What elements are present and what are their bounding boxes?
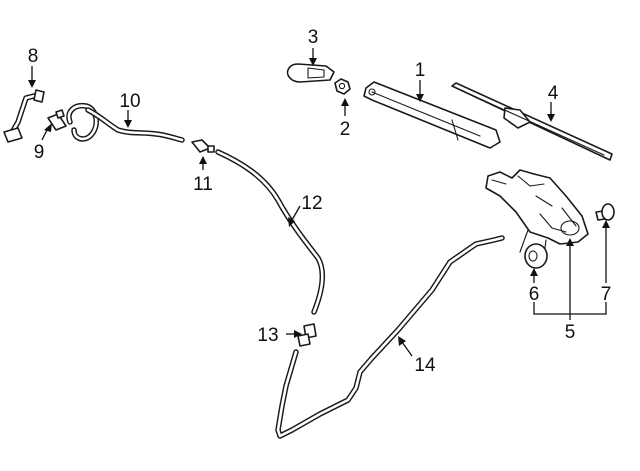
callout-5: 5: [565, 322, 576, 343]
callout-2: 2: [340, 119, 351, 140]
callout-4: 4: [548, 83, 559, 104]
part-6-grommet[interactable]: [524, 243, 548, 269]
callout-1: 1: [415, 60, 426, 81]
callout-13: 13: [257, 325, 278, 346]
part-8-connector-hose[interactable]: [3, 89, 45, 143]
callout-12: 12: [301, 193, 322, 214]
callout-8: 8: [28, 46, 39, 67]
part-13-joint[interactable]: [297, 323, 317, 347]
callout-9: 9: [34, 142, 45, 163]
callout-labels: 1 2 3 4 5 6 7 8 9 10 11 12 13 14: [28, 27, 612, 376]
part-7-bolt[interactable]: [595, 203, 615, 221]
callout-14: 14: [414, 355, 436, 376]
part-2-nut[interactable]: [334, 78, 351, 95]
callout-7: 7: [601, 284, 612, 305]
callout-10: 10: [119, 91, 140, 112]
part-1-wiper-arm[interactable]: [363, 81, 501, 149]
part-14-hose[interactable]: [275, 235, 505, 439]
part-9-check-valve[interactable]: [47, 109, 67, 131]
part-5-wiper-motor[interactable]: [485, 169, 589, 257]
part-4-wiper-blade[interactable]: [451, 82, 613, 161]
callout-6: 6: [529, 284, 540, 305]
part-11-joint[interactable]: [191, 139, 215, 153]
callout-11: 11: [193, 174, 213, 195]
part-10-hose[interactable]: [66, 102, 185, 143]
part-3-cap[interactable]: [286, 63, 335, 83]
leader-lines: [28, 48, 610, 357]
callout-3: 3: [308, 27, 319, 48]
part-12-hose[interactable]: [215, 149, 326, 315]
